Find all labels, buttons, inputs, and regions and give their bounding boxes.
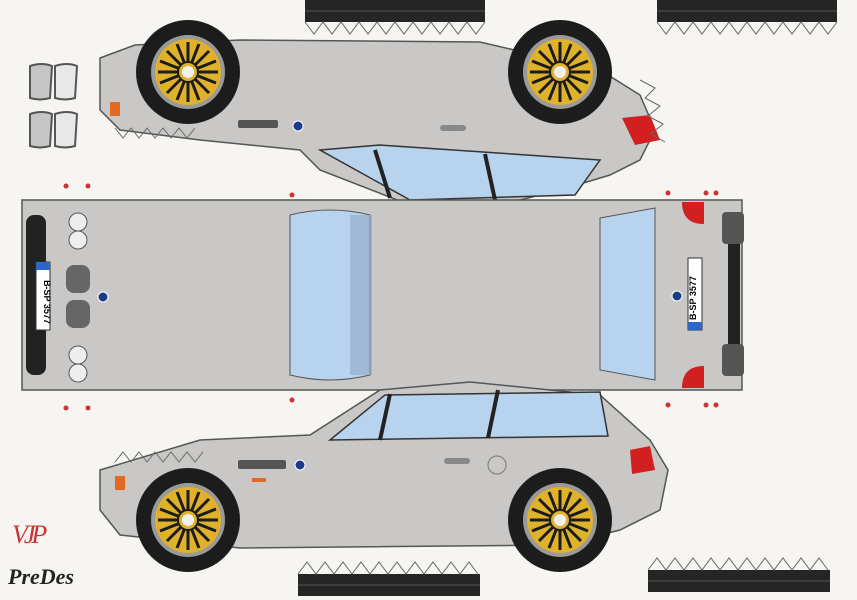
mirror-pieces	[29, 63, 79, 149]
predes-logo: PreDes	[8, 564, 74, 589]
tread-strip-bottom-left	[297, 561, 480, 596]
tread-strip-top-left	[304, 0, 486, 35]
vjp-logo-mark: VJP	[12, 520, 47, 549]
side-panel-top	[99, 18, 666, 206]
rear-license-plate: B-SP 3577	[688, 276, 698, 320]
top-panel: B-SP 3577 B-SP 3577	[21, 183, 744, 411]
tread-strip-bottom-right	[647, 557, 830, 592]
front-license-plate: B-SP 3577	[42, 280, 52, 324]
side-panel-bottom	[99, 381, 669, 574]
tread-strip-top-right	[656, 0, 838, 35]
